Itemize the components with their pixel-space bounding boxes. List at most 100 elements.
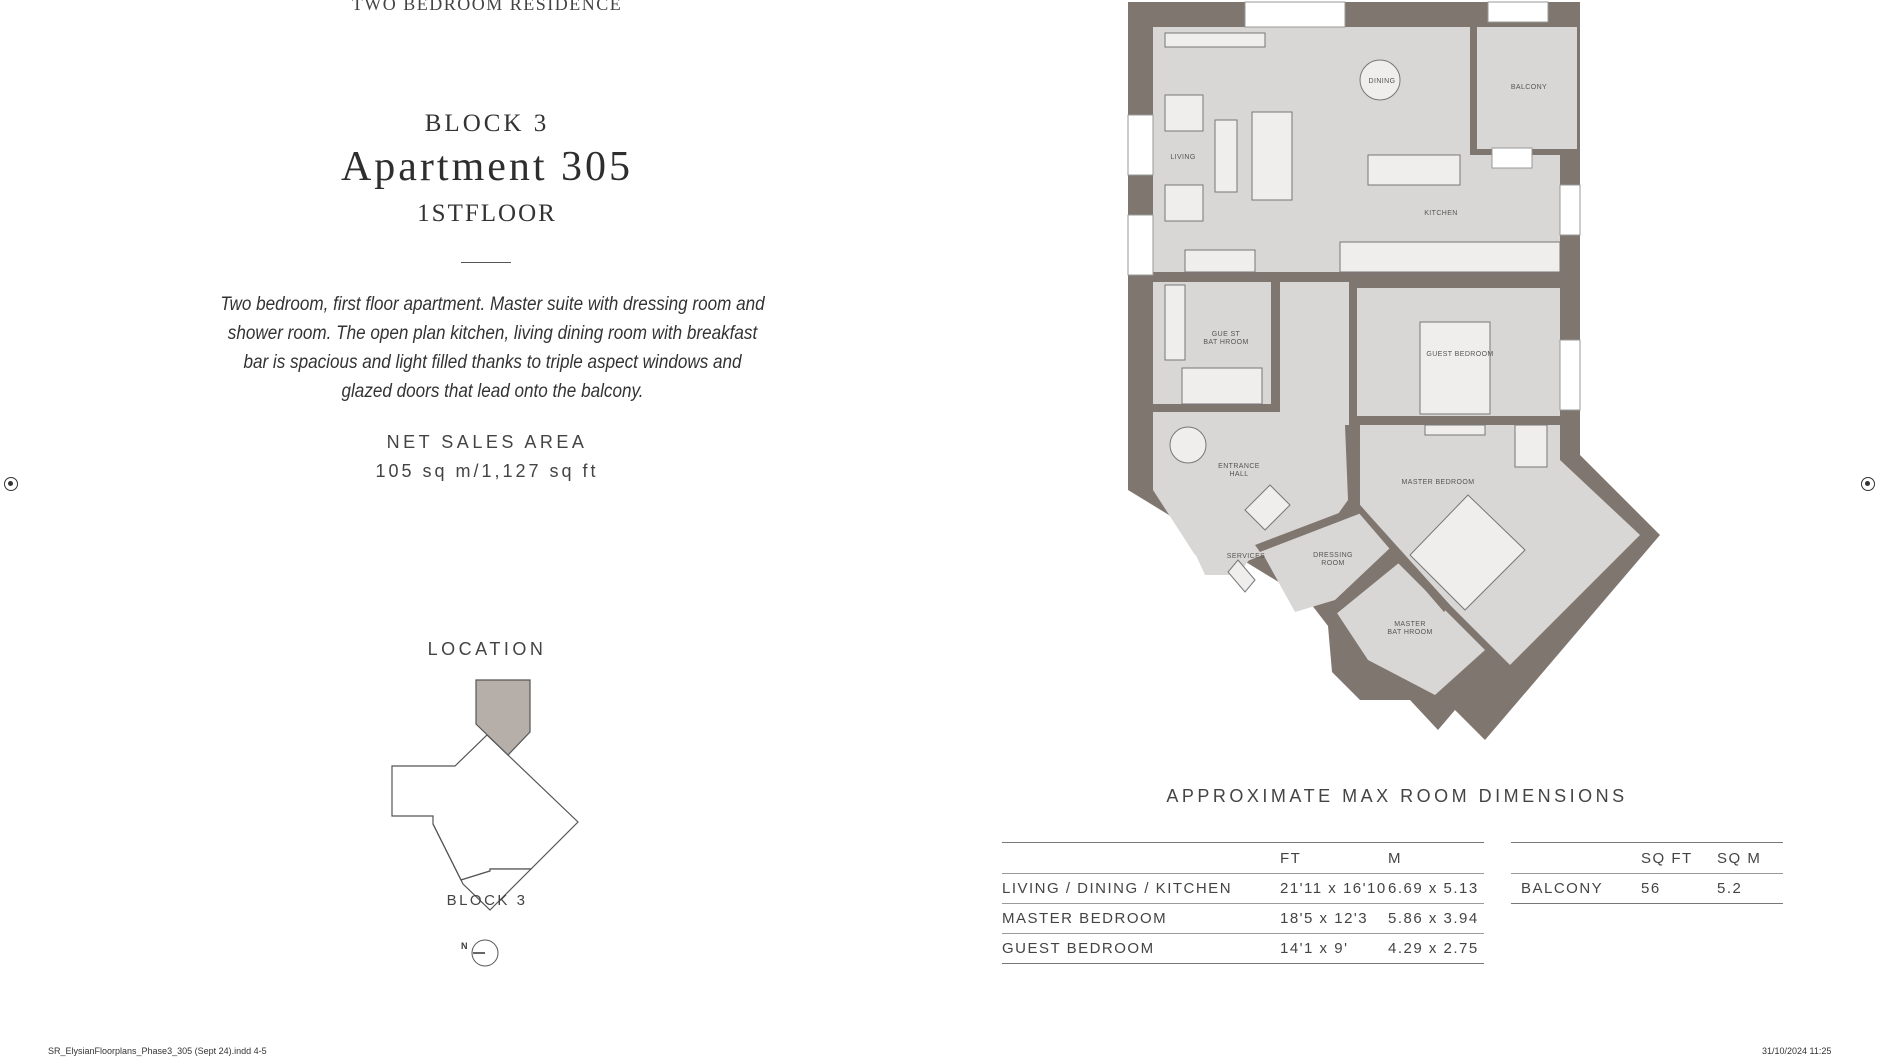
interior-wall bbox=[1349, 282, 1357, 422]
room-label-dressing-room: ROOM bbox=[1321, 560, 1344, 567]
table-row: BALCONY 56 5.2 bbox=[1511, 873, 1783, 904]
interior-wall bbox=[1255, 505, 1364, 552]
table-row: MASTER BEDROOM 18'5 x 12'3 5.86 x 3.94 bbox=[1002, 903, 1484, 934]
column-header-m: M bbox=[1388, 849, 1402, 867]
room-label-guest-bathroom: GUE ST bbox=[1212, 331, 1241, 338]
room-label-dressing-room: DRESSING bbox=[1313, 552, 1353, 559]
furniture bbox=[1184, 249, 1256, 273]
furniture bbox=[1244, 484, 1291, 531]
table-row: LIVING / DINING / KITCHEN 21'11 x 16'10 … bbox=[1002, 873, 1484, 904]
room-label-entrance-hall: ENTRANCE bbox=[1218, 463, 1260, 470]
registration-mark-icon bbox=[4, 477, 18, 491]
furniture bbox=[1164, 94, 1204, 132]
floor-heading: 1STFLOOR bbox=[417, 200, 557, 227]
interior-wall bbox=[1352, 505, 1450, 612]
interior-wall bbox=[1325, 555, 1400, 619]
room-dimensions-table: FT M LIVING / DINING / KITCHEN 21'11 x 1… bbox=[1002, 842, 1484, 964]
window bbox=[1127, 214, 1154, 276]
furniture bbox=[1367, 154, 1461, 186]
furniture bbox=[1169, 426, 1207, 464]
column-header-sqm: SQ M bbox=[1717, 849, 1762, 867]
interior-wall bbox=[1153, 404, 1280, 412]
north-label: N bbox=[461, 941, 468, 951]
balcony-sqm: 5.2 bbox=[1717, 873, 1783, 904]
window bbox=[1559, 339, 1581, 411]
room-ft: 14'1 x 9' bbox=[1280, 933, 1388, 964]
net-sales-area-label: NET SALES AREA bbox=[386, 432, 588, 452]
window bbox=[1491, 147, 1533, 169]
column-header-ft: FT bbox=[1280, 849, 1302, 867]
room-label-kitchen: KITCHEN bbox=[1424, 210, 1458, 217]
window bbox=[1487, 1, 1549, 23]
room-label-guest-bedroom: GUEST BEDROOM bbox=[1426, 351, 1493, 358]
furniture bbox=[1409, 494, 1526, 611]
column-header-sqft: SQ FT bbox=[1641, 849, 1693, 867]
building-lower-wing bbox=[432, 823, 533, 911]
dimensions-title: APPROXIMATE MAX ROOM DIMENSIONS bbox=[1166, 786, 1628, 806]
registration-mark-icon bbox=[1861, 477, 1875, 491]
furniture bbox=[1424, 424, 1486, 436]
room-label-guest-bathroom: BAT HROOM bbox=[1203, 339, 1248, 346]
location-label: LOCATION bbox=[427, 639, 547, 659]
room-m: 6.69 x 5.13 bbox=[1388, 873, 1484, 904]
furniture bbox=[1164, 184, 1204, 222]
room-ft: 21'11 x 16'10 bbox=[1280, 873, 1388, 904]
master-bathroom-floor bbox=[1335, 560, 1485, 695]
net-sales-area-value: 105 sq m/1,127 sq ft bbox=[375, 461, 599, 481]
block-heading: BLOCK 3 bbox=[424, 110, 550, 137]
footer-timestamp: 31/10/2024 11:25 bbox=[1762, 1046, 1832, 1056]
interior-wall bbox=[1153, 272, 1560, 282]
room-name: MASTER BEDROOM bbox=[1002, 903, 1280, 934]
window bbox=[1127, 114, 1154, 176]
column-header bbox=[1002, 843, 1280, 874]
room-label-living: LIVING bbox=[1170, 154, 1195, 161]
building-outline bbox=[391, 734, 579, 881]
living-kitchen-floor bbox=[1153, 27, 1560, 272]
balcony-sqft: 56 bbox=[1641, 873, 1717, 904]
balcony-name: BALCONY bbox=[1511, 873, 1641, 904]
furniture bbox=[1339, 241, 1561, 273]
balcony-floor bbox=[1477, 27, 1577, 149]
furniture bbox=[1214, 119, 1238, 193]
location-key-plan bbox=[391, 679, 579, 911]
room-name: GUEST BEDROOM bbox=[1002, 933, 1280, 964]
furniture bbox=[1181, 367, 1263, 405]
table-row: GUEST BEDROOM 14'1 x 9' 4.29 x 2.75 bbox=[1002, 933, 1484, 964]
block-3-highlight bbox=[475, 679, 531, 756]
divider bbox=[461, 262, 511, 263]
room-label-services: SERVICES bbox=[1227, 553, 1265, 560]
furniture bbox=[1514, 424, 1548, 468]
footer-filename: SR_ElysianFloorplans_Phase3_305 (Sept 24… bbox=[48, 1046, 267, 1056]
window bbox=[1244, 1, 1346, 28]
room-label-dining: DINING bbox=[1369, 78, 1396, 85]
floor-plan: DINING BALCONY LIVING KITCHEN GUE ST BAT… bbox=[1127, 1, 1660, 740]
room-label-balcony: BALCONY bbox=[1511, 84, 1547, 91]
window bbox=[1559, 184, 1581, 236]
furniture bbox=[1251, 111, 1293, 201]
interior-wall bbox=[1271, 282, 1280, 412]
apartment-description: Two bedroom, first floor apartment. Mast… bbox=[220, 294, 765, 402]
furniture bbox=[1359, 59, 1401, 101]
room-ft: 18'5 x 12'3 bbox=[1280, 903, 1388, 934]
furniture bbox=[1419, 321, 1491, 415]
north-arrow-icon bbox=[471, 939, 499, 967]
balcony-dimensions-table: SQ FT SQ M BALCONY 56 5.2 bbox=[1511, 842, 1783, 904]
furniture bbox=[1164, 32, 1266, 48]
services-floor bbox=[1180, 520, 1260, 575]
furniture bbox=[1227, 559, 1256, 593]
column-header bbox=[1511, 843, 1641, 874]
apartment-title: Apartment 305 bbox=[340, 144, 634, 190]
residence-type: TWO BEDROOM RESIDENCE bbox=[351, 0, 623, 14]
interior-wall bbox=[1349, 416, 1560, 425]
room-name: LIVING / DINING / KITCHEN bbox=[1002, 873, 1280, 904]
room-m: 4.29 x 2.75 bbox=[1388, 933, 1484, 964]
room-label-master-bedroom: MASTER BEDROOM bbox=[1402, 479, 1475, 486]
interior-wall bbox=[1470, 27, 1477, 155]
room-label-entrance-hall: HALL bbox=[1229, 471, 1248, 478]
location-block-label: BLOCK 3 bbox=[446, 892, 528, 909]
room-m: 5.86 x 3.94 bbox=[1388, 903, 1484, 934]
furniture bbox=[1164, 284, 1186, 361]
room-label-master-bathroom: MASTER bbox=[1394, 621, 1426, 628]
room-label-master-bathroom: BAT HROOM bbox=[1387, 629, 1432, 636]
hall-floor bbox=[1153, 282, 1355, 570]
